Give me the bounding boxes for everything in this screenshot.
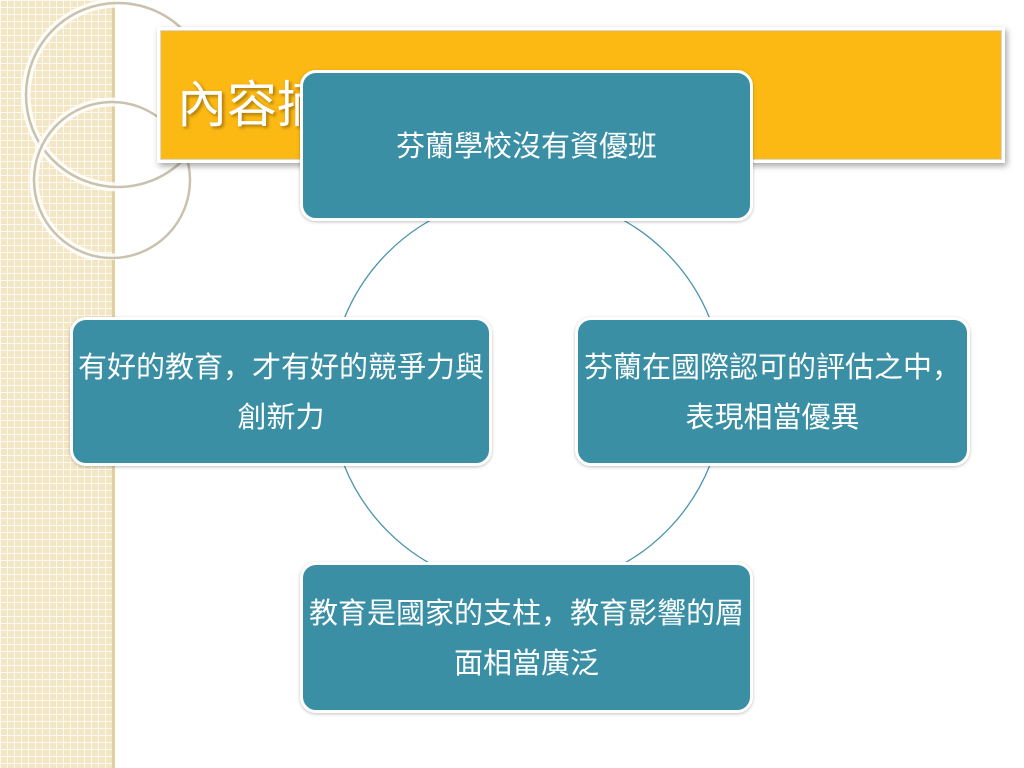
decorative-ring-inner (32, 100, 192, 260)
node-left-text: 有好的教育，才有好的競爭力與創新力 (77, 349, 484, 434)
node-top: 芬蘭學校沒有資優班 (300, 70, 753, 221)
node-left: 有好的教育，才有好的競爭力與創新力 (70, 317, 492, 466)
node-bottom: 教育是國家的支柱，教育影響的層面相當廣泛 (300, 562, 753, 713)
decorative-ring-outer (24, 1, 200, 189)
node-bottom-text: 教育是國家的支柱，教育影響的層面相當廣泛 (308, 595, 744, 680)
node-right: 芬蘭在國際認可的評估之中，表現相當優異 (575, 317, 970, 466)
node-right-text: 芬蘭在國際認可的評估之中，表現相當優異 (583, 349, 961, 434)
node-top-text: 芬蘭學校沒有資優班 (395, 128, 657, 163)
decorative-rings (21, 0, 200, 260)
